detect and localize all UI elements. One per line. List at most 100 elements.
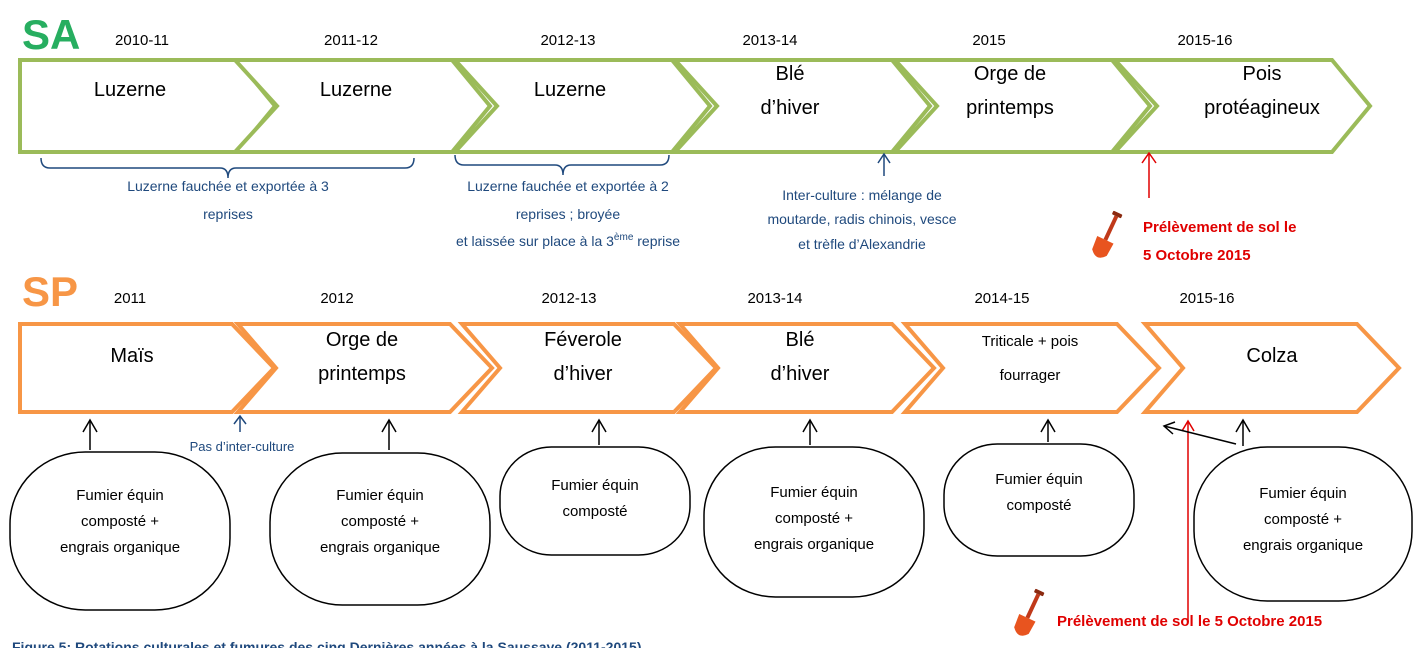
sp-chevron-shape [900, 322, 1162, 414]
fertilizer-text: Fumier équin [1259, 485, 1347, 502]
sa-crop-2: Luzerne [230, 58, 493, 154]
sa-crop-1: Luzerne [18, 58, 278, 154]
sp-chevron-shape [675, 322, 937, 414]
sa-note-luzerne-1-line1: Luzerne fauchée et exportée à 3 [127, 178, 329, 194]
sa-bracket-luzerne-2 [454, 154, 670, 176]
sa-sampling-line1: Prélèvement de sol le [1143, 219, 1296, 236]
sp-crop-label: d’hiver [771, 363, 830, 385]
sp-chevron-shape [18, 322, 277, 414]
sp-system-label: SP [22, 268, 78, 315]
sa-crop-label: printemps [966, 97, 1054, 119]
sp-year-label: 2015-16 [1179, 290, 1234, 307]
fertilizer-arrowhead [381, 418, 397, 433]
sp-chevron-shape [1140, 322, 1402, 414]
fertilizer-text: engrais organique [754, 536, 874, 553]
sa-note-luzerne-2-line3: et laissée sur place à la 3ème reprise [456, 232, 680, 249]
sp-crop-label: Triticale + pois [982, 333, 1079, 350]
sa-crop-label: protéagineux [1204, 97, 1320, 119]
fertilizer-bubble [1193, 446, 1413, 602]
fertilizer-arrowhead [1235, 418, 1251, 433]
sp-crop-3: Féverole d’hiver [457, 322, 719, 414]
sa-note-luzerne-1-line2: reprises [203, 206, 253, 222]
fertilizer-arrowhead [1040, 418, 1056, 433]
fertilizer-text: engrais organique [320, 539, 440, 556]
sa-year-label: 2010-11 [115, 32, 169, 49]
fertilizer-bubble [9, 451, 231, 611]
sa-interculture-line3: et trèfle d’Alexandrie [798, 236, 926, 252]
fertilizer-text: Fumier équin [76, 487, 164, 504]
sp-crop-label: d’hiver [554, 363, 613, 385]
sp-chevron-shape [233, 322, 495, 414]
sa-crop-chevrons: Luzerne Luzerne Luzerne Blé d’hiver Orge de pr… [18, 58, 1373, 154]
shovel-icon [1014, 588, 1045, 636]
sa-crop-label: Luzerne [534, 79, 606, 101]
fertilizer-text: composté + [341, 513, 419, 530]
sp-year-labels: 2011 2012 2012-13 2013-14 2014-15 2015-16 [114, 290, 1235, 307]
sa-chevron-shape [890, 58, 1153, 154]
sp-chevron-shape [457, 322, 719, 414]
sa-interculture-line2: moutarde, radis chinois, vesce [767, 211, 956, 227]
fertilizer-bubble [703, 446, 925, 598]
sp-year-label: 2012 [320, 290, 353, 307]
sp-year-label: 2013-14 [747, 290, 802, 307]
sp-fertilizer-box-2: Fumier équin composté + engrais organique [269, 418, 491, 606]
sa-bracket-luzerne-1 [40, 157, 415, 179]
sp-crop-1: Maïs [18, 322, 277, 414]
sp-crop-label: Orge de [326, 329, 398, 351]
sa-year-label: 2015-16 [1177, 32, 1232, 49]
sp-crop-label: fourrager [1000, 367, 1061, 384]
fertilizer-text: composté + [775, 510, 853, 527]
sa-crop-5: Orge de printemps [890, 58, 1153, 154]
fertilizer-text: engrais organique [60, 539, 180, 556]
sp-crop-label: printemps [318, 363, 406, 385]
sp-year-label: 2011 [114, 290, 146, 307]
sa-crop-label: Luzerne [320, 79, 392, 101]
fertilizer-text: composté [562, 503, 627, 520]
fertilizer-arrowhead [82, 418, 98, 433]
sp-year-label: 2014-15 [974, 290, 1029, 307]
sp-extra-arrow [1162, 421, 1237, 445]
sa-crop-label: Blé [776, 63, 805, 85]
fertilizer-text: composté + [1264, 511, 1342, 528]
sp-fertilizer-box-6: Fumier équin composté + engrais organique [1193, 418, 1413, 602]
sp-crop-label: Blé [786, 329, 815, 351]
fertilizer-text: Fumier équin [336, 487, 424, 504]
sa-sampling-line2: 5 Octobre 2015 [1143, 247, 1251, 264]
sp-crop-5: Triticale + pois fourrager [900, 322, 1162, 414]
sp-crop-label: Colza [1246, 345, 1298, 367]
sp-crop-label: Féverole [544, 329, 622, 351]
sa-note-luzerne-2-line1: Luzerne fauchée et exportée à 2 [467, 178, 669, 194]
sp-year-label: 2012-13 [541, 290, 596, 307]
sa-chevron-shape [18, 58, 278, 154]
sa-crop-label: Orge de [974, 63, 1046, 85]
sp-crop-label: Maïs [110, 345, 153, 367]
fertilizer-text: Fumier équin [995, 471, 1083, 488]
fertilizer-bubble [943, 443, 1135, 557]
sa-system-label: SA [22, 11, 80, 58]
sp-crop-chevrons: Maïs Orge de printemps Féverole d’hiver Blé d’… [18, 322, 1402, 414]
sp-crop-6: Colza [1140, 322, 1402, 414]
figure-caption: Figure 5: Rotations culturales et fumure… [12, 639, 641, 648]
fertilizer-arrowhead [591, 418, 607, 433]
sa-year-label: 2013-14 [742, 32, 797, 49]
sp-crop-2: Orge de printemps [233, 322, 495, 414]
sa-year-label: 2015 [972, 32, 1005, 49]
sp-crop-4: Blé d’hiver [675, 322, 937, 414]
fertilizer-text: engrais organique [1243, 537, 1363, 554]
sa-interculture-line1: Inter-culture : mélange de [782, 187, 942, 203]
sa-note-luzerne-2-line2: reprises ; broyée [516, 206, 620, 222]
sa-crop-label: Luzerne [94, 79, 166, 101]
fertilizer-arrowhead [802, 418, 818, 433]
sa-interculture-arrow [877, 152, 891, 176]
sp-sampling-label: Prélèvement de sol le 5 Octobre 2015 [1057, 613, 1322, 630]
fertilizer-bubble [269, 452, 491, 606]
sa-sampling-arrow [1141, 151, 1157, 198]
fertilizer-text: Fumier équin [770, 484, 858, 501]
sa-crop-label: d’hiver [761, 97, 820, 119]
sp-no-interculture-label: Pas d’inter-culture [190, 439, 295, 454]
